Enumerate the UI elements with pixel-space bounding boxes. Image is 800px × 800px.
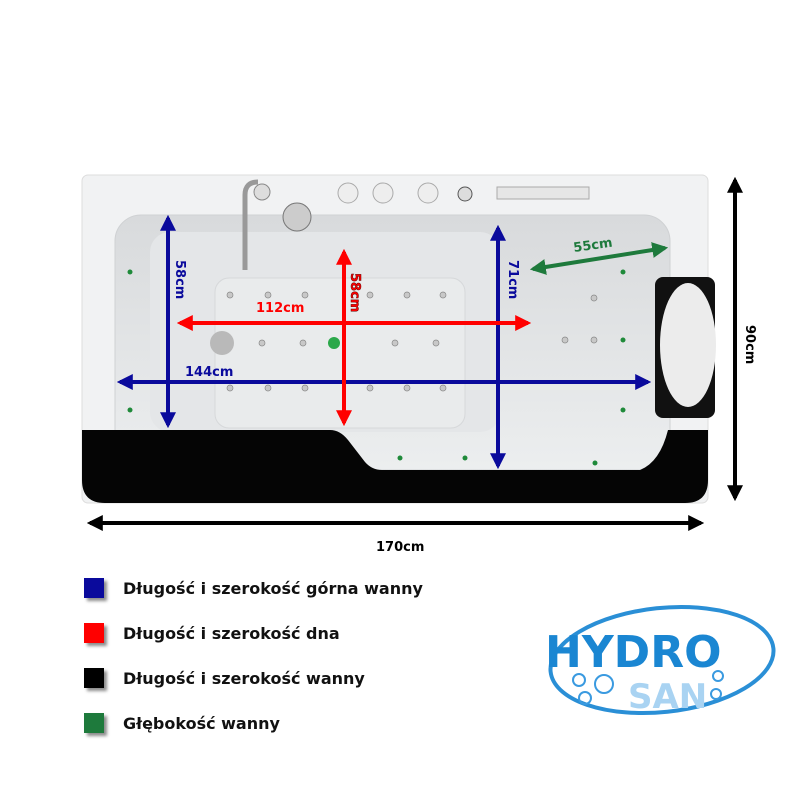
front-panel <box>82 430 708 503</box>
legend-label: Długość i szerokość dna <box>123 623 340 643</box>
top-width-right-label: 71cm <box>505 260 520 299</box>
legend-item-depth: Głębokość wanny <box>84 708 280 738</box>
bottom-width-label: 58cm <box>347 273 362 312</box>
legend-label: Głębokość wanny <box>123 713 280 733</box>
total-length-label: 170cm <box>376 540 424 555</box>
legend-swatch-black <box>84 668 104 688</box>
depth-label: 55cm <box>572 236 613 256</box>
legend-swatch-blue <box>84 578 104 598</box>
top-width-label: 58cm <box>172 260 187 299</box>
legend-item-bottom-dimensions: Długość i szerokość dna <box>84 618 340 648</box>
total-width-label: 90cm <box>742 325 757 364</box>
hydrosan-logo: HYDRO SAN <box>545 604 776 717</box>
legend-swatch-red <box>84 623 104 643</box>
legend-item-total-dimensions: Długość i szerokość wanny <box>84 663 365 693</box>
top-length-label: 144cm <box>185 365 233 380</box>
bubbles-icon <box>572 670 724 705</box>
legend-swatch-green <box>84 713 104 733</box>
legend-item-top-dimensions: Długość i szerokość górna wanny <box>84 573 423 603</box>
bathtub-image <box>81 174 716 504</box>
logo-hydro: HYDRO <box>545 627 722 678</box>
depth-arrow <box>529 242 669 275</box>
legend-label: Długość i szerokość wanny <box>123 668 365 688</box>
logo-san: SAN <box>628 677 707 717</box>
bottom-length-label: 112cm <box>256 301 304 316</box>
legend-label: Długość i szerokość górna wanny <box>123 578 423 598</box>
